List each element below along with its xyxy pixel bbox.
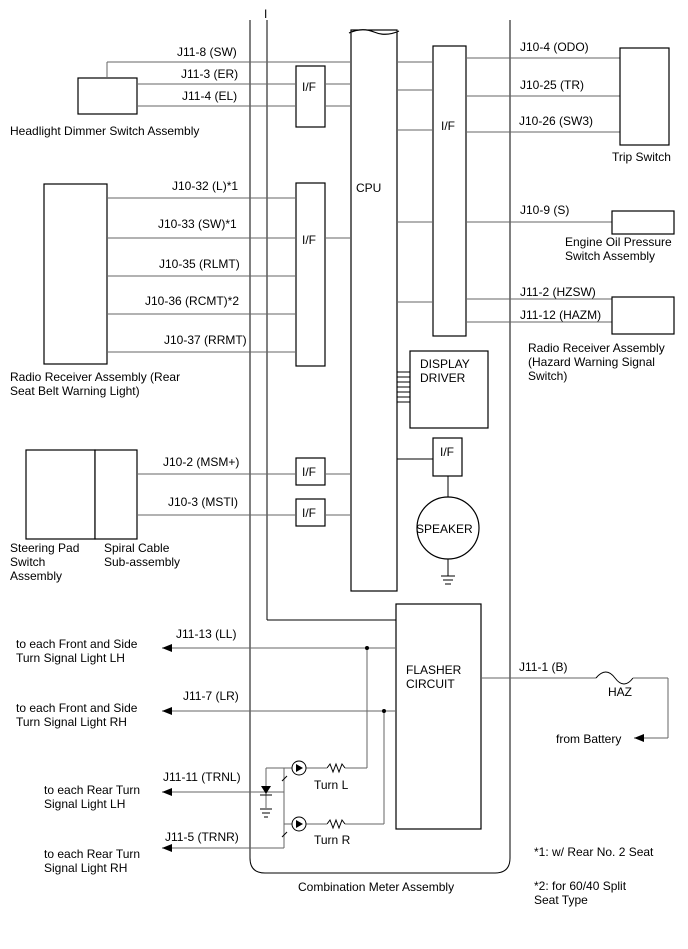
spiral-label-1: Spiral Cable xyxy=(104,541,170,555)
if-msm-label: I/F xyxy=(302,465,316,479)
note-1: *1: w/ Rear No. 2 Seat xyxy=(534,845,654,859)
if-right-label: I/F xyxy=(441,119,455,133)
label-j10-25: J10-25 (TR) xyxy=(520,78,584,92)
radio-left-label-2: Seat Belt Warning Light) xyxy=(10,384,140,398)
diode-ground-icon xyxy=(260,786,272,818)
spiral-cable-box xyxy=(94,449,138,540)
radio-right-label-3: Switch) xyxy=(528,369,567,383)
cpu-to-right-if-wires xyxy=(397,61,433,303)
note-2-line-2: Seat Type xyxy=(534,893,588,907)
if-msm xyxy=(295,457,326,486)
label-j10-36: J10-36 (RCMT)*2 xyxy=(145,294,239,308)
battery-arrow-icon xyxy=(634,734,644,742)
cpu-block xyxy=(350,29,398,592)
rear-rh-label-1: to each Rear Turn xyxy=(44,847,140,861)
radio-left-label-1: Radio Receiver Assembly (Rear xyxy=(10,370,180,384)
label-j11-4: J11-4 (EL) xyxy=(182,89,237,103)
label-j11-5: J11-5 (TRNR) xyxy=(165,830,239,844)
label-j11-8: J11-8 (SW) xyxy=(177,45,237,59)
label-j10-3: J10-3 (MSTI) xyxy=(168,495,238,509)
steering-wires xyxy=(137,473,351,516)
arrow-front-rh-icon xyxy=(162,707,172,715)
if-radio xyxy=(295,182,326,367)
cpu-label: CPU xyxy=(356,181,381,195)
front-rh-label-2: Turn Signal Light RH xyxy=(16,715,127,729)
arrow-rear-lh-icon xyxy=(162,788,172,796)
spiral-label-2: Sub-assembly xyxy=(104,555,180,569)
arrow-rear-rh-icon xyxy=(162,844,172,852)
front-lh-label-1: to each Front and Side xyxy=(16,637,138,651)
display-driver-block xyxy=(409,350,489,429)
cpu-break-mark xyxy=(348,29,400,35)
oil-pressure-switch-box xyxy=(611,210,675,235)
flasher-circuit-block xyxy=(395,603,482,830)
rear-lh-label-2: Signal Light LH xyxy=(44,797,125,811)
combination-meter-label: Combination Meter Assembly xyxy=(298,880,454,894)
label-j10-33: J10-33 (SW)*1 xyxy=(158,217,237,231)
combination-meter-outline xyxy=(249,20,511,874)
display-driver-label-2: DRIVER xyxy=(420,371,466,385)
front-lh-label-2: Turn Signal Light LH xyxy=(16,651,125,665)
oil-label-2: Switch Assembly xyxy=(565,249,655,263)
radio-receiver-hazard-box xyxy=(611,296,675,335)
front-rh-label-1: to each Front and Side xyxy=(16,701,138,715)
turn-r-label: Turn R xyxy=(314,833,351,847)
arrow-front-lh-icon xyxy=(162,644,172,652)
label-j10-32: J10-32 (L)*1 xyxy=(172,179,238,193)
headlight-label: Headlight Dimmer Switch Assembly xyxy=(10,124,199,138)
meter-marker: I xyxy=(264,7,267,21)
label-j11-1: J11-1 (B) xyxy=(519,660,567,674)
if-headlight xyxy=(295,65,326,128)
display-driver-label-1: DISPLAY xyxy=(420,357,470,371)
display-driver-bus xyxy=(397,371,410,403)
label-j11-3: J11-3 (ER) xyxy=(181,67,238,81)
headlight-dimmer-switch-box xyxy=(77,77,138,115)
rear-rh-label-2: Signal Light RH xyxy=(44,861,127,875)
radio-receiver-rear-box xyxy=(43,183,108,365)
radio-right-label-2: (Hazard Warning Signal xyxy=(528,355,655,369)
label-j10-2: J10-2 (MSM+) xyxy=(163,455,239,469)
if-msti xyxy=(295,498,326,527)
right-if-outputs xyxy=(466,57,620,323)
trip-switch-box xyxy=(619,47,670,146)
speaker-ground-icon xyxy=(441,575,455,585)
oil-label-1: Engine Oil Pressure xyxy=(565,235,672,249)
label-j11-12: J11-12 (HAZM) xyxy=(520,308,601,322)
radio-right-label-1: Radio Receiver Assembly xyxy=(528,341,665,355)
label-j10-35: J10-35 (RLMT) xyxy=(159,257,240,271)
label-j11-7: J11-7 (LR) xyxy=(183,689,239,703)
if-speaker-label: I/F xyxy=(440,445,454,459)
turn-l-label: Turn L xyxy=(314,778,349,792)
label-j11-11: J11-11 (TRNL) xyxy=(163,770,241,784)
label-j10-9: J10-9 (S) xyxy=(520,203,569,217)
label-j10-37: J10-37 (RRMT) xyxy=(164,333,247,347)
from-battery-label: from Battery xyxy=(556,732,621,746)
label-j11-13: J11-13 (LL) xyxy=(176,627,236,641)
haz-label: HAZ xyxy=(608,685,632,699)
if-msti-label: I/F xyxy=(302,506,316,520)
flasher-label-2: CIRCUIT xyxy=(406,677,455,691)
turn-r-lamp-icon xyxy=(281,816,307,838)
haz-fuse-icon xyxy=(595,671,634,685)
if-radio-label: I/F xyxy=(302,233,316,247)
rear-lh-label-1: to each Rear Turn xyxy=(44,783,140,797)
trip-switch-label: Trip Switch xyxy=(612,150,671,164)
steering-label-2: Switch xyxy=(10,555,45,569)
label-j11-2: J11-2 (HZSW) xyxy=(520,285,596,299)
if-speaker xyxy=(432,437,463,477)
if-headlight-label: I/F xyxy=(302,80,316,94)
turn-indicator-circuit xyxy=(265,646,386,848)
flasher-label-1: FLASHER xyxy=(406,663,462,677)
radio-left-wires xyxy=(107,197,351,353)
label-j10-4: J10-4 (ODO) xyxy=(520,40,589,54)
speaker-label: SPEAKER xyxy=(416,522,473,536)
if-right xyxy=(432,45,467,337)
label-j10-26: J10-26 (SW3) xyxy=(519,114,593,128)
steering-pad-switch-box xyxy=(25,449,96,540)
turn-l-lamp-icon xyxy=(281,760,307,782)
steering-label-1: Steering Pad xyxy=(10,541,79,555)
note-2-line-1: *2: for 60/40 Split xyxy=(534,879,627,893)
steering-label-3: Assembly xyxy=(10,569,62,583)
